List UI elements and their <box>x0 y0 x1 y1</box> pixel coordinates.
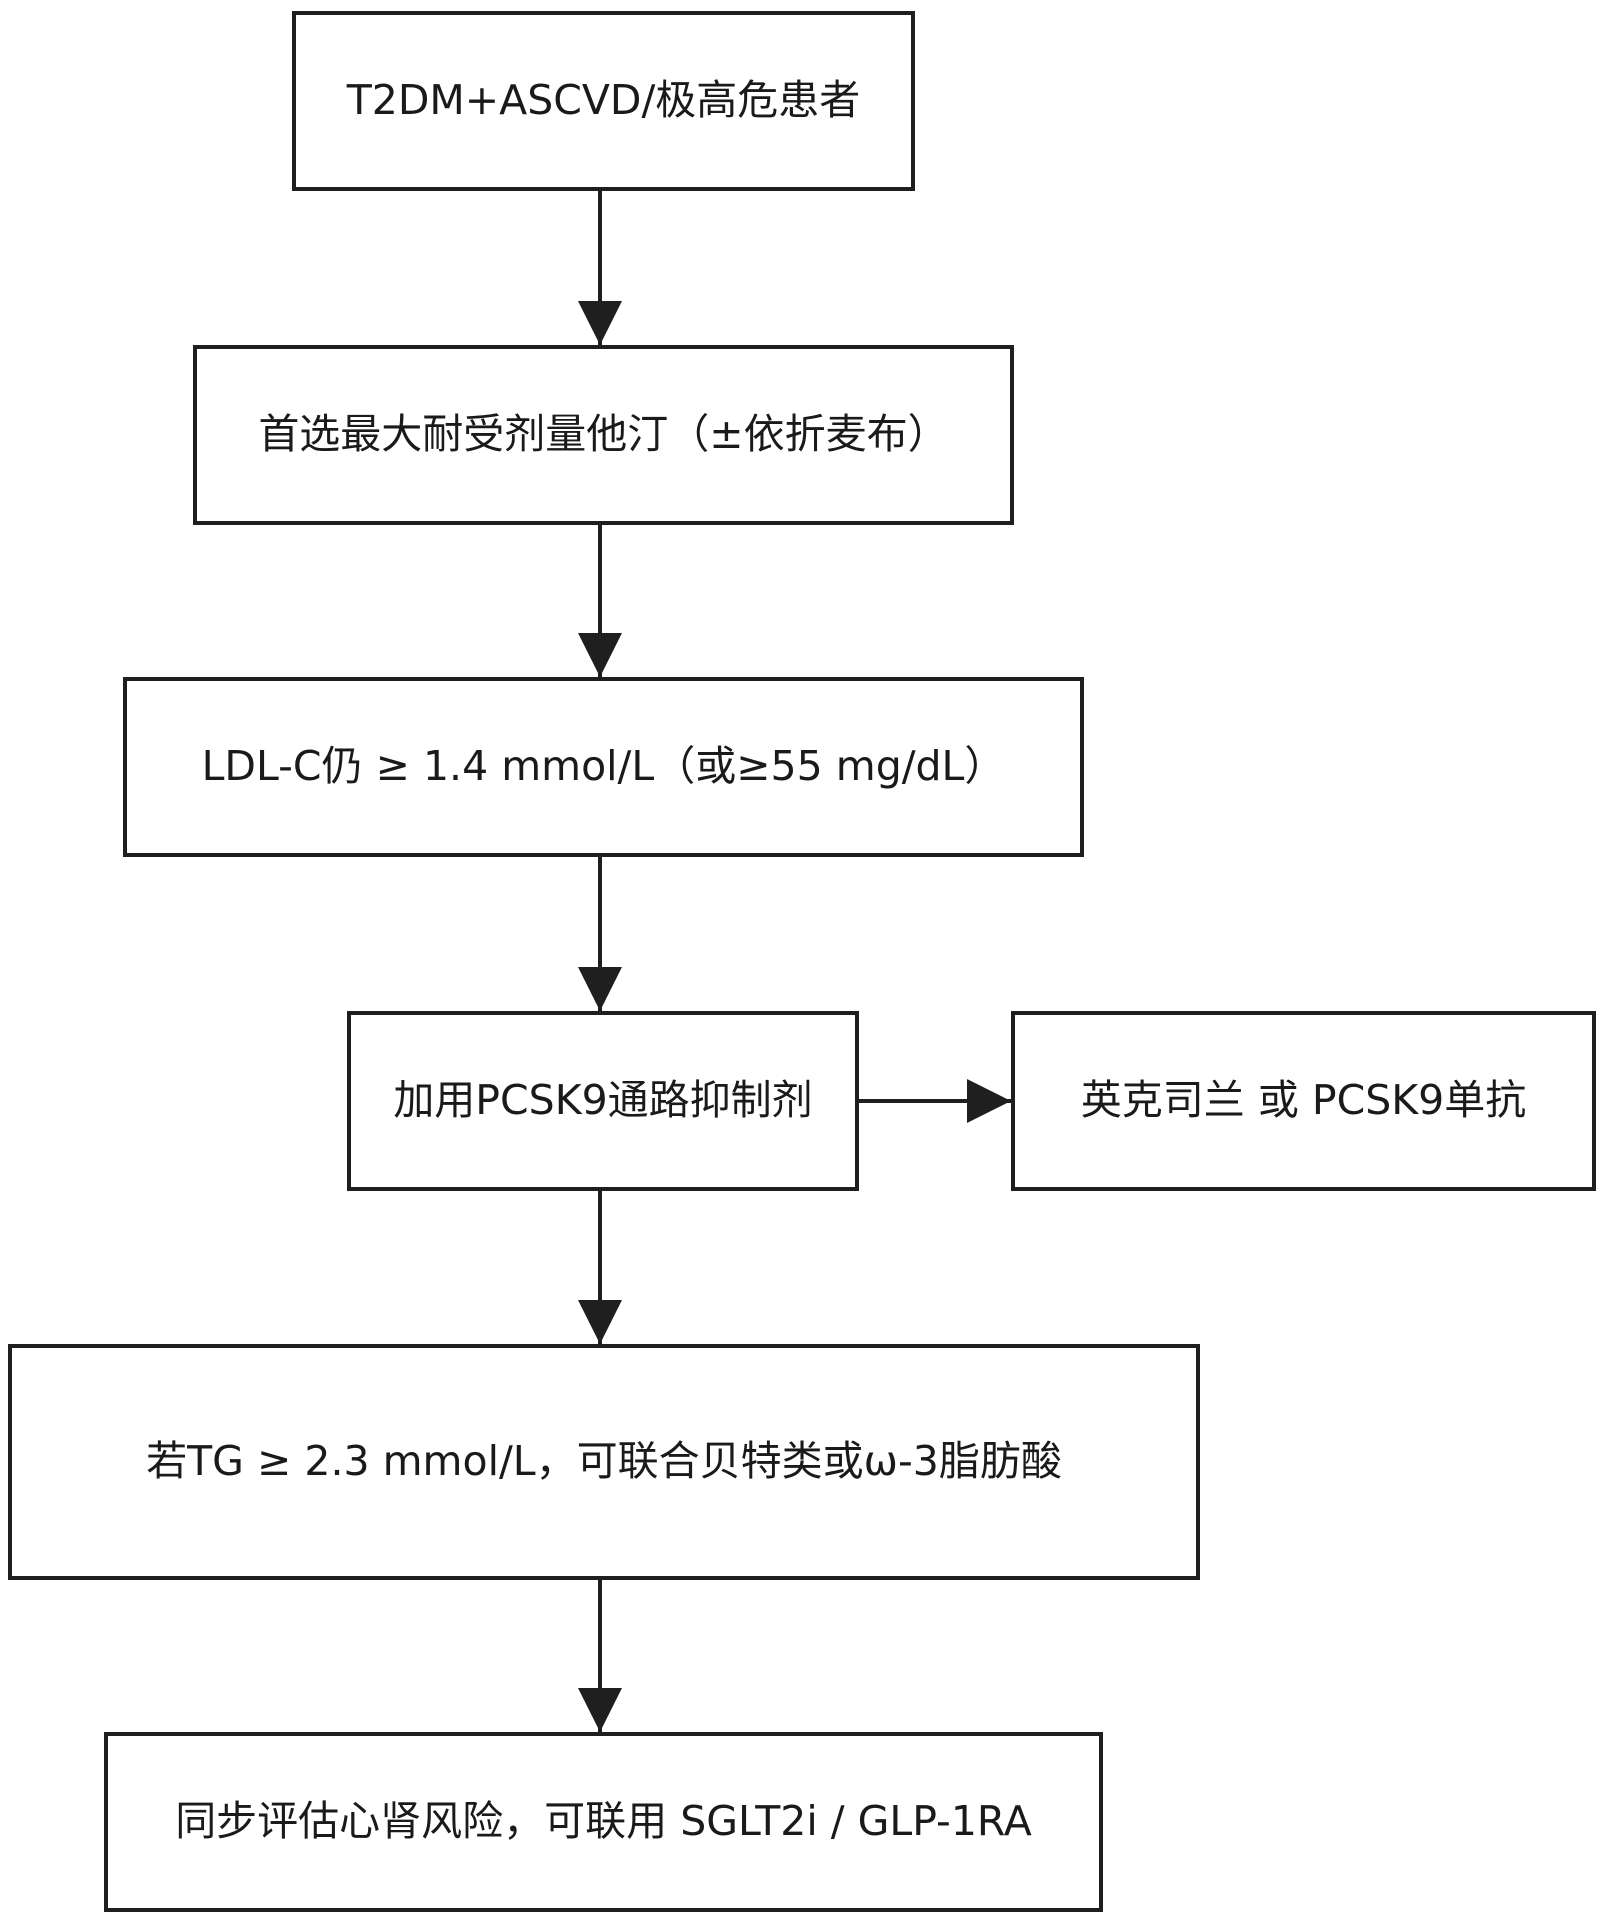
node-first-line-statin-label: 首选最大耐受剂量他汀（±依折麦布） <box>258 410 949 459</box>
node-add-pcsk9-inhibitor: 加用PCSK9通路抑制剂 <box>347 1011 859 1191</box>
node-inclisiran-or-mab: 英克司兰 或 PCSK9单抗 <box>1011 1011 1596 1191</box>
node-inclisiran-or-mab-label: 英克司兰 或 PCSK9单抗 <box>1080 1076 1527 1125</box>
node-tg-combination-label: 若TG ≥ 2.3 mmol/L，可联合贝特类或ω-3脂肪酸 <box>146 1437 1062 1486</box>
node-high-risk-patient-label: T2DM+ASCVD/极高危患者 <box>346 76 861 125</box>
node-cardiorenal-assessment: 同步评估心肾风险，可联用 SGLT2i / GLP-1RA <box>104 1732 1103 1912</box>
node-cardiorenal-assessment-label: 同步评估心肾风险，可联用 SGLT2i / GLP-1RA <box>175 1797 1032 1846</box>
node-ldl-threshold-label: LDL-C仍 ≥ 1.4 mmol/L（或≥55 mg/dL） <box>201 742 1006 791</box>
node-tg-combination: 若TG ≥ 2.3 mmol/L，可联合贝特类或ω-3脂肪酸 <box>8 1344 1200 1580</box>
node-high-risk-patient: T2DM+ASCVD/极高危患者 <box>292 11 915 191</box>
node-ldl-threshold: LDL-C仍 ≥ 1.4 mmol/L（或≥55 mg/dL） <box>123 677 1084 857</box>
node-add-pcsk9-inhibitor-label: 加用PCSK9通路抑制剂 <box>393 1076 813 1125</box>
node-first-line-statin: 首选最大耐受剂量他汀（±依折麦布） <box>193 345 1014 525</box>
